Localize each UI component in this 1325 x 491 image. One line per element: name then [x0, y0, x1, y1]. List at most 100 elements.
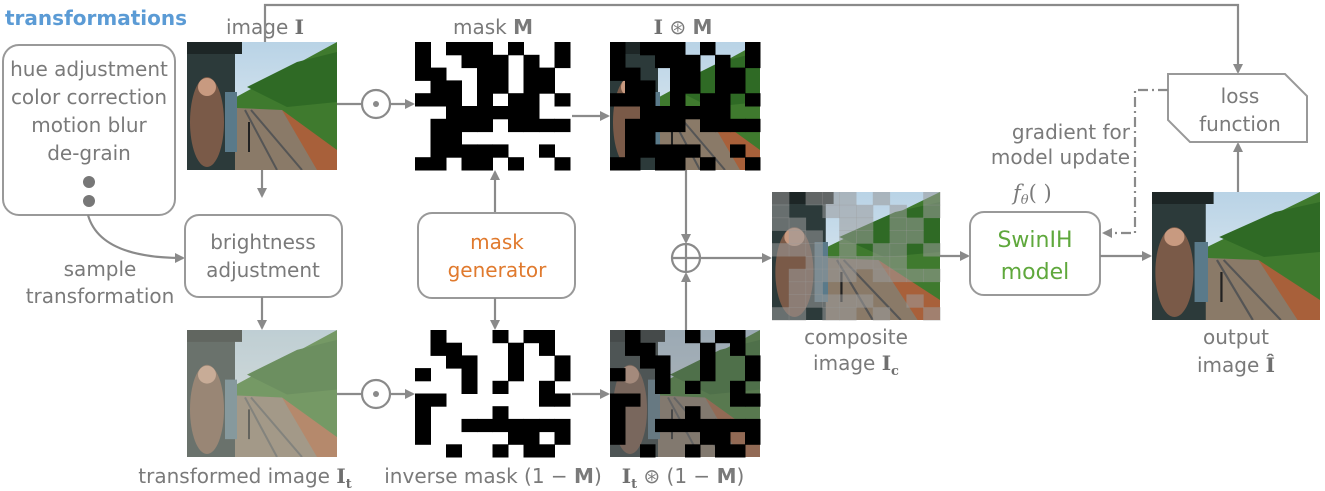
mask-cell [788, 268, 807, 283]
mask-cell [745, 157, 761, 171]
mask-cell [670, 67, 686, 81]
mask-cell [730, 444, 746, 458]
mask-cell [889, 268, 907, 283]
mask-cell [745, 93, 761, 107]
mask-cell [539, 144, 555, 158]
mask-cell [523, 118, 540, 133]
mask-cell [430, 93, 447, 107]
mask-cell [685, 106, 701, 120]
mask-cell [670, 157, 686, 171]
mask-cell [906, 230, 924, 244]
mask-cell [670, 42, 686, 56]
mask-cell [539, 393, 555, 407]
add-operator-icon [670, 242, 702, 274]
mask-cell [745, 355, 761, 369]
mask-cell [685, 144, 701, 158]
mask-cell [772, 307, 790, 321]
mask-cell [839, 217, 857, 231]
mask-cell [610, 42, 626, 56]
mask-cell [715, 106, 731, 120]
mask-cell [461, 42, 478, 56]
mask-cell [415, 157, 431, 171]
model-label: SwinIH [997, 228, 1072, 253]
mask-cell [906, 217, 924, 231]
mask-cell [788, 230, 807, 244]
transformed-image [187, 330, 337, 457]
mask-cell [446, 106, 462, 120]
mask-cell [872, 256, 891, 270]
mask-cell [554, 93, 571, 107]
mask-cell [745, 393, 761, 407]
mask-cell [461, 106, 478, 120]
mask-cell [856, 294, 874, 308]
mask-cell [477, 144, 493, 158]
input-image [187, 42, 337, 170]
mask-cell [715, 418, 731, 433]
mask-cell [610, 93, 626, 107]
mask-cell [715, 67, 731, 81]
mask-cell [640, 118, 656, 133]
mask-cell [523, 80, 540, 94]
mask-cell [655, 54, 671, 69]
mask-cell [670, 54, 686, 69]
mask-cell [610, 368, 626, 382]
mask-cell [492, 380, 509, 394]
mask-cell [730, 418, 746, 433]
multiply-operator-icon [360, 378, 392, 410]
mask-cell [461, 355, 478, 369]
transformation-item: color correction [11, 85, 167, 109]
mask-cell [655, 157, 671, 171]
mask-cell [640, 80, 656, 94]
mask-cell [745, 368, 761, 382]
mask-cell [415, 54, 431, 69]
mask-cell [610, 393, 626, 407]
mask-cell [772, 217, 790, 231]
mask-cell [430, 144, 447, 158]
mask-cell [461, 418, 478, 433]
mask-cell [730, 342, 746, 356]
mask-generator-label: generator [448, 258, 548, 282]
mask-cell [923, 204, 941, 219]
mask-cell [788, 281, 807, 295]
model-label: model [1001, 260, 1070, 285]
mask-cell [640, 42, 656, 56]
mask-cell [788, 217, 807, 231]
mask-cell [685, 67, 701, 81]
mask-cell [923, 268, 941, 283]
mask-cell [508, 93, 524, 107]
mask-cell [889, 230, 907, 244]
mask-cell [685, 444, 701, 458]
mask-cell [461, 118, 478, 133]
mask-cell [715, 431, 731, 445]
mask-cell [655, 106, 671, 120]
mask-cell [700, 106, 716, 120]
mask-cell [508, 431, 524, 445]
mask-cell [554, 418, 571, 433]
mask-cell [492, 418, 509, 433]
composite-image [772, 192, 941, 321]
mask-cell [670, 80, 686, 94]
composite-label: composite [804, 325, 908, 349]
mask-cell [430, 118, 447, 133]
mask-cell [625, 393, 641, 407]
mask-cell [655, 368, 671, 382]
output-label: image Î [1197, 353, 1275, 377]
mask-cell [477, 106, 493, 120]
mask-cell [508, 355, 524, 369]
mask-cell [554, 157, 571, 171]
mask-cell [610, 431, 626, 445]
mask-cell [745, 431, 761, 445]
mask-cell [700, 42, 716, 56]
mask-cell [492, 406, 509, 420]
mask-cell [715, 93, 731, 107]
mask-cell [554, 54, 571, 69]
loss-function-box [1167, 73, 1308, 143]
mask-cell [670, 93, 686, 107]
mask-cell [492, 67, 509, 81]
mask-cell [745, 418, 761, 433]
mask-cell [477, 54, 493, 69]
mask-cell [700, 157, 716, 171]
mask-cell [523, 54, 540, 69]
mask-cell [539, 67, 555, 81]
mask-cell [430, 157, 447, 171]
